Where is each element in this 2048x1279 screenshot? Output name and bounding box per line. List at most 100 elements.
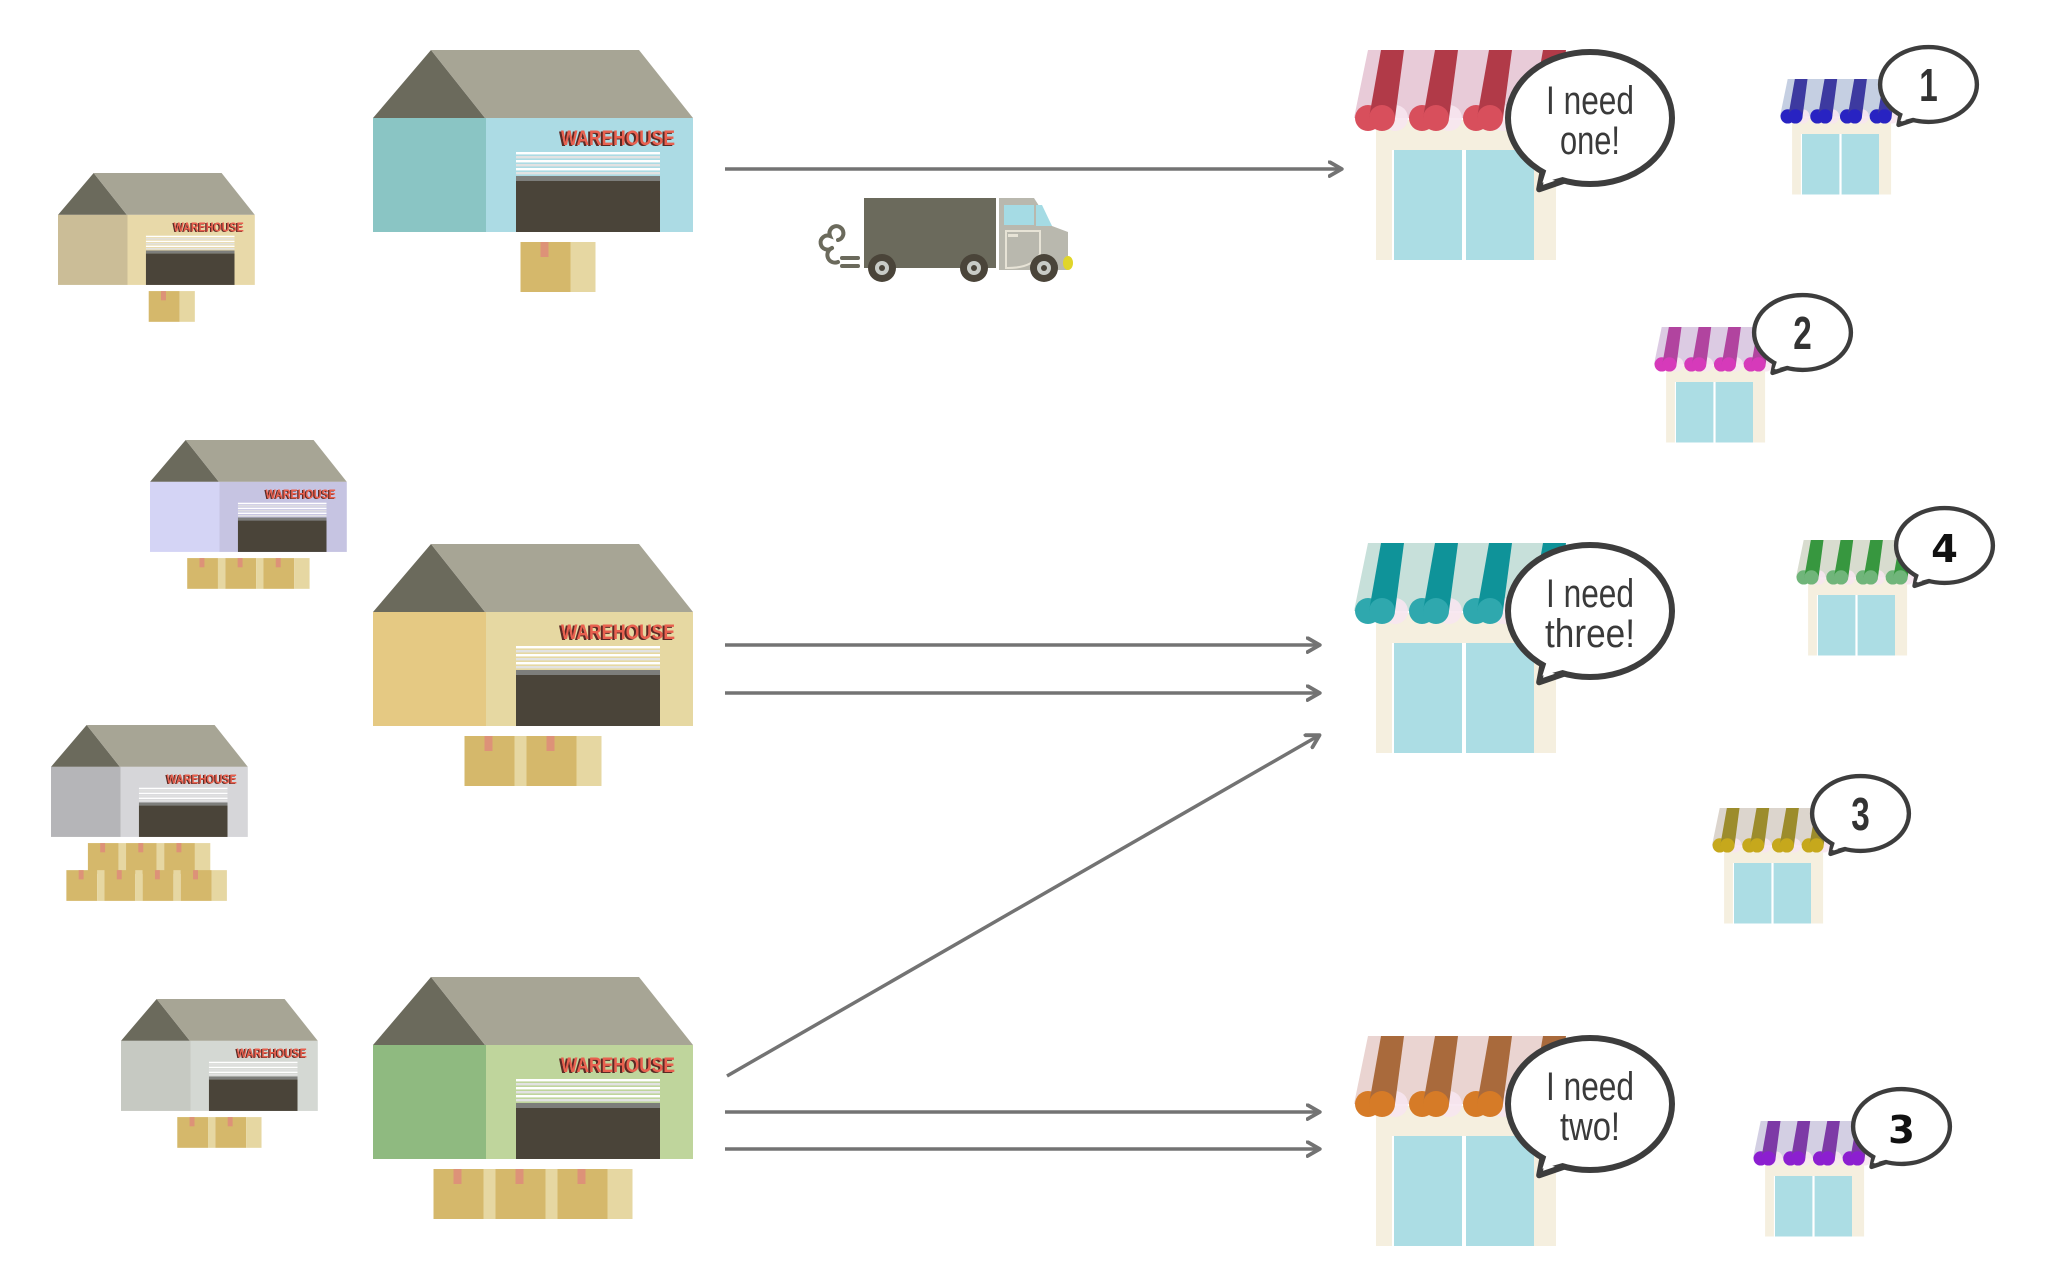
roof-gable [373,977,485,1045]
door-shutter-slat [208,1066,298,1069]
warehouse-label-shadow: WAREHOUSE [172,220,242,235]
window-pane-right [1841,134,1879,195]
roof [185,440,347,482]
door-shutter-slat [145,235,235,238]
roof [431,544,693,612]
awning-scallop [1761,1151,1776,1166]
door-shutter-slat [237,512,327,515]
door-shutter-slat [516,646,660,649]
awning-scallop [1369,105,1395,131]
speech-bubble-outline [1505,542,1675,680]
awning-stripe [1720,808,1740,846]
door-shutter-slat [516,1083,660,1086]
speech-bubble: 1 [1877,44,1980,128]
window-pane-right [1715,382,1753,443]
awning-stripe [1477,1036,1512,1104]
cardboard-box-icon [180,870,227,901]
arrows [725,169,1340,1149]
door-shutter-bar [237,517,327,521]
roof [156,999,318,1041]
door-shutter-slat [237,505,327,507]
speech-bubble-outline [1877,44,1980,125]
cardboard-box-icon [263,558,310,589]
awning-stripe [1749,808,1770,846]
door-shutter-slat [138,797,228,800]
loading-door [516,181,660,232]
awning-stripe [1779,808,1799,846]
awning-scallop [1720,838,1735,853]
awning-stripe [1423,50,1458,118]
door-shutter-slat [138,787,228,790]
awning-scallop [1779,838,1794,853]
wall-left [121,1040,191,1111]
warehouse-label-shadow: WAREHOUSE [165,772,235,787]
demand-count: 1 [1919,60,1938,112]
cardboard-box-icon [526,736,602,786]
awning-stripe [1820,1121,1840,1159]
awning-stripe [1477,50,1512,118]
door-shutter-slat [516,156,660,159]
cardboard-box-icon [225,558,264,589]
awning-stripe [1369,543,1404,611]
roof-gable [150,440,219,482]
small-store-green: 4 [1796,505,1996,656]
door-shutter-slat [516,662,660,665]
awning-stripe [1847,79,1867,117]
wall-left [51,766,121,837]
window-pane-left [1802,134,1840,195]
door-shutter-bar [516,670,660,675]
cardboard-box-icon [66,870,105,901]
cardboard-box-icon [164,843,211,874]
roof-gable [58,173,127,215]
window-pane-left [1394,150,1462,260]
cardboard-box-icon [142,870,181,901]
door-shutter-bar [516,1103,660,1108]
awning-scallop [1423,105,1449,131]
demand-text-line1: I need [1546,1065,1634,1109]
door-shutter-slat [516,172,660,175]
warehouse-label: WAREHOUSE [561,621,675,644]
awning-scallop [1788,109,1803,124]
door-shutter-slat [516,1095,660,1098]
window-pane-left [1676,382,1714,443]
awning-scallop [1809,838,1824,853]
cardboard-box-icon [87,843,127,874]
demand-count: 2 [1793,308,1812,360]
door-shutter-slat [516,1087,660,1090]
speech-bubble-outline [1505,49,1675,187]
roof [86,725,248,767]
cardboard-box-icon [215,1117,262,1148]
loading-door [237,520,327,552]
door-shutter-slat [145,248,235,250]
window-pane-left [1775,1176,1813,1237]
awning-stripe [1662,327,1682,365]
wall-left [373,1045,486,1159]
speech-bubble: 3 [1809,773,1912,857]
door-shutter-slat [208,1074,298,1076]
loading-door [208,1079,298,1111]
awning [1712,808,1831,853]
awning-scallop [1477,1091,1503,1117]
door-shutter-slat [208,1064,298,1066]
window-pane-right [1466,1136,1534,1246]
door-shutter-slat [138,790,228,792]
awning-scallop [1751,357,1766,372]
door-shutter-slat [237,510,327,512]
roof-gable [121,999,190,1041]
window-pane-right [1466,643,1534,753]
awning-stripe [1863,540,1883,578]
cardboard-box-icon [557,1169,633,1219]
warehouse-label: WAREHOUSE [167,771,237,786]
warehouse-label-shadow: WAREHOUSE [559,128,673,151]
window-pane-left [1818,595,1856,656]
cardboard-box-icon [464,736,527,786]
door-shutter-slat [208,1071,298,1074]
cardboard-box-icon [520,242,596,292]
door-shutter-slat [138,792,228,795]
awning-scallop [1369,1091,1395,1117]
roof-gable [51,725,120,767]
